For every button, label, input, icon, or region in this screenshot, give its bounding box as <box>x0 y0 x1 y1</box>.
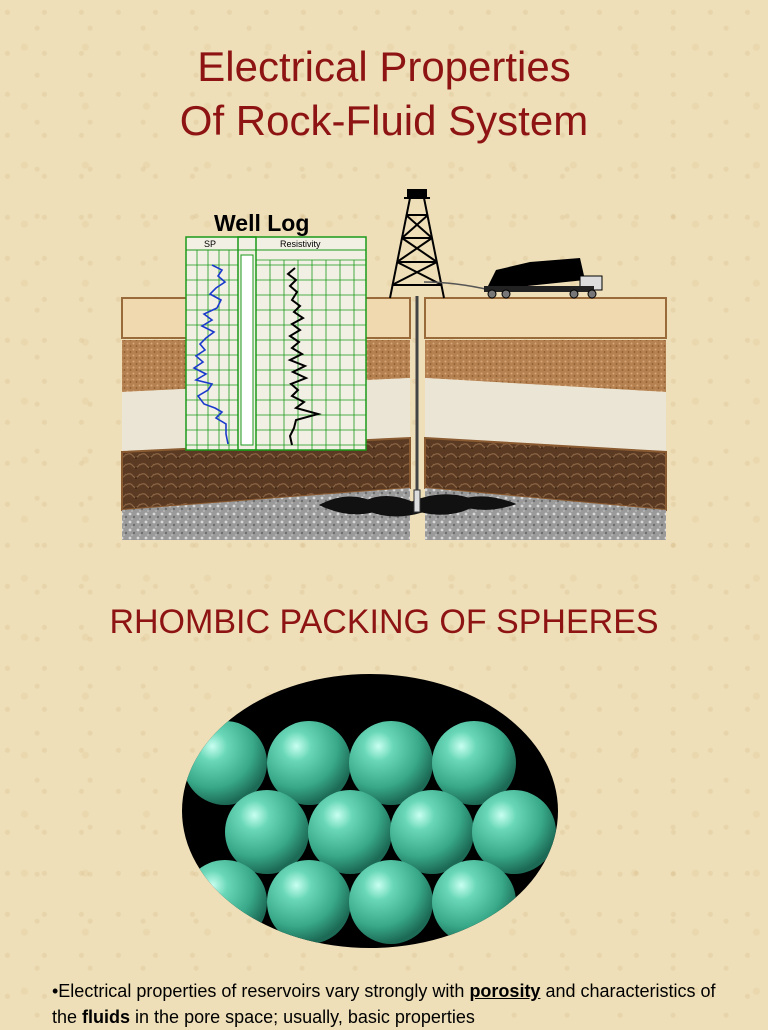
logging-truck-icon <box>484 258 603 299</box>
resistivity-curve <box>286 267 322 446</box>
sp-curve <box>192 264 229 445</box>
resistivity-track-label: Resistivity <box>280 239 321 249</box>
logging-cable <box>423 281 491 291</box>
fluids-term: fluids <box>82 1007 131 1027</box>
title-line-2: Of Rock-Fluid System <box>179 97 589 144</box>
borehole <box>413 296 421 513</box>
title-line-1: Electrical Properties <box>197 43 571 90</box>
bullet-text-2: and characteristics of the <box>52 981 716 1027</box>
porosity-term: porosity <box>469 981 541 1001</box>
page-title: Electrical Properties Of Rock-Fluid Syst… <box>0 40 768 148</box>
section-heading: RHOMBIC PACKING OF SPHERES <box>109 603 659 641</box>
bullet-text-3: in the pore space; usually, basic proper… <box>130 1007 475 1027</box>
bullet-text-1: •Electrical properties of reservoirs var… <box>52 981 470 1001</box>
bullet-paragraph: •Electrical properties of reservoirs var… <box>52 978 742 1030</box>
sp-track-label: SP <box>204 239 217 249</box>
well-log-label: Well Log <box>214 210 310 236</box>
rhombic-packing-image <box>182 674 558 948</box>
drilling-rig-icon <box>389 189 445 299</box>
well-log-chart <box>185 236 367 451</box>
